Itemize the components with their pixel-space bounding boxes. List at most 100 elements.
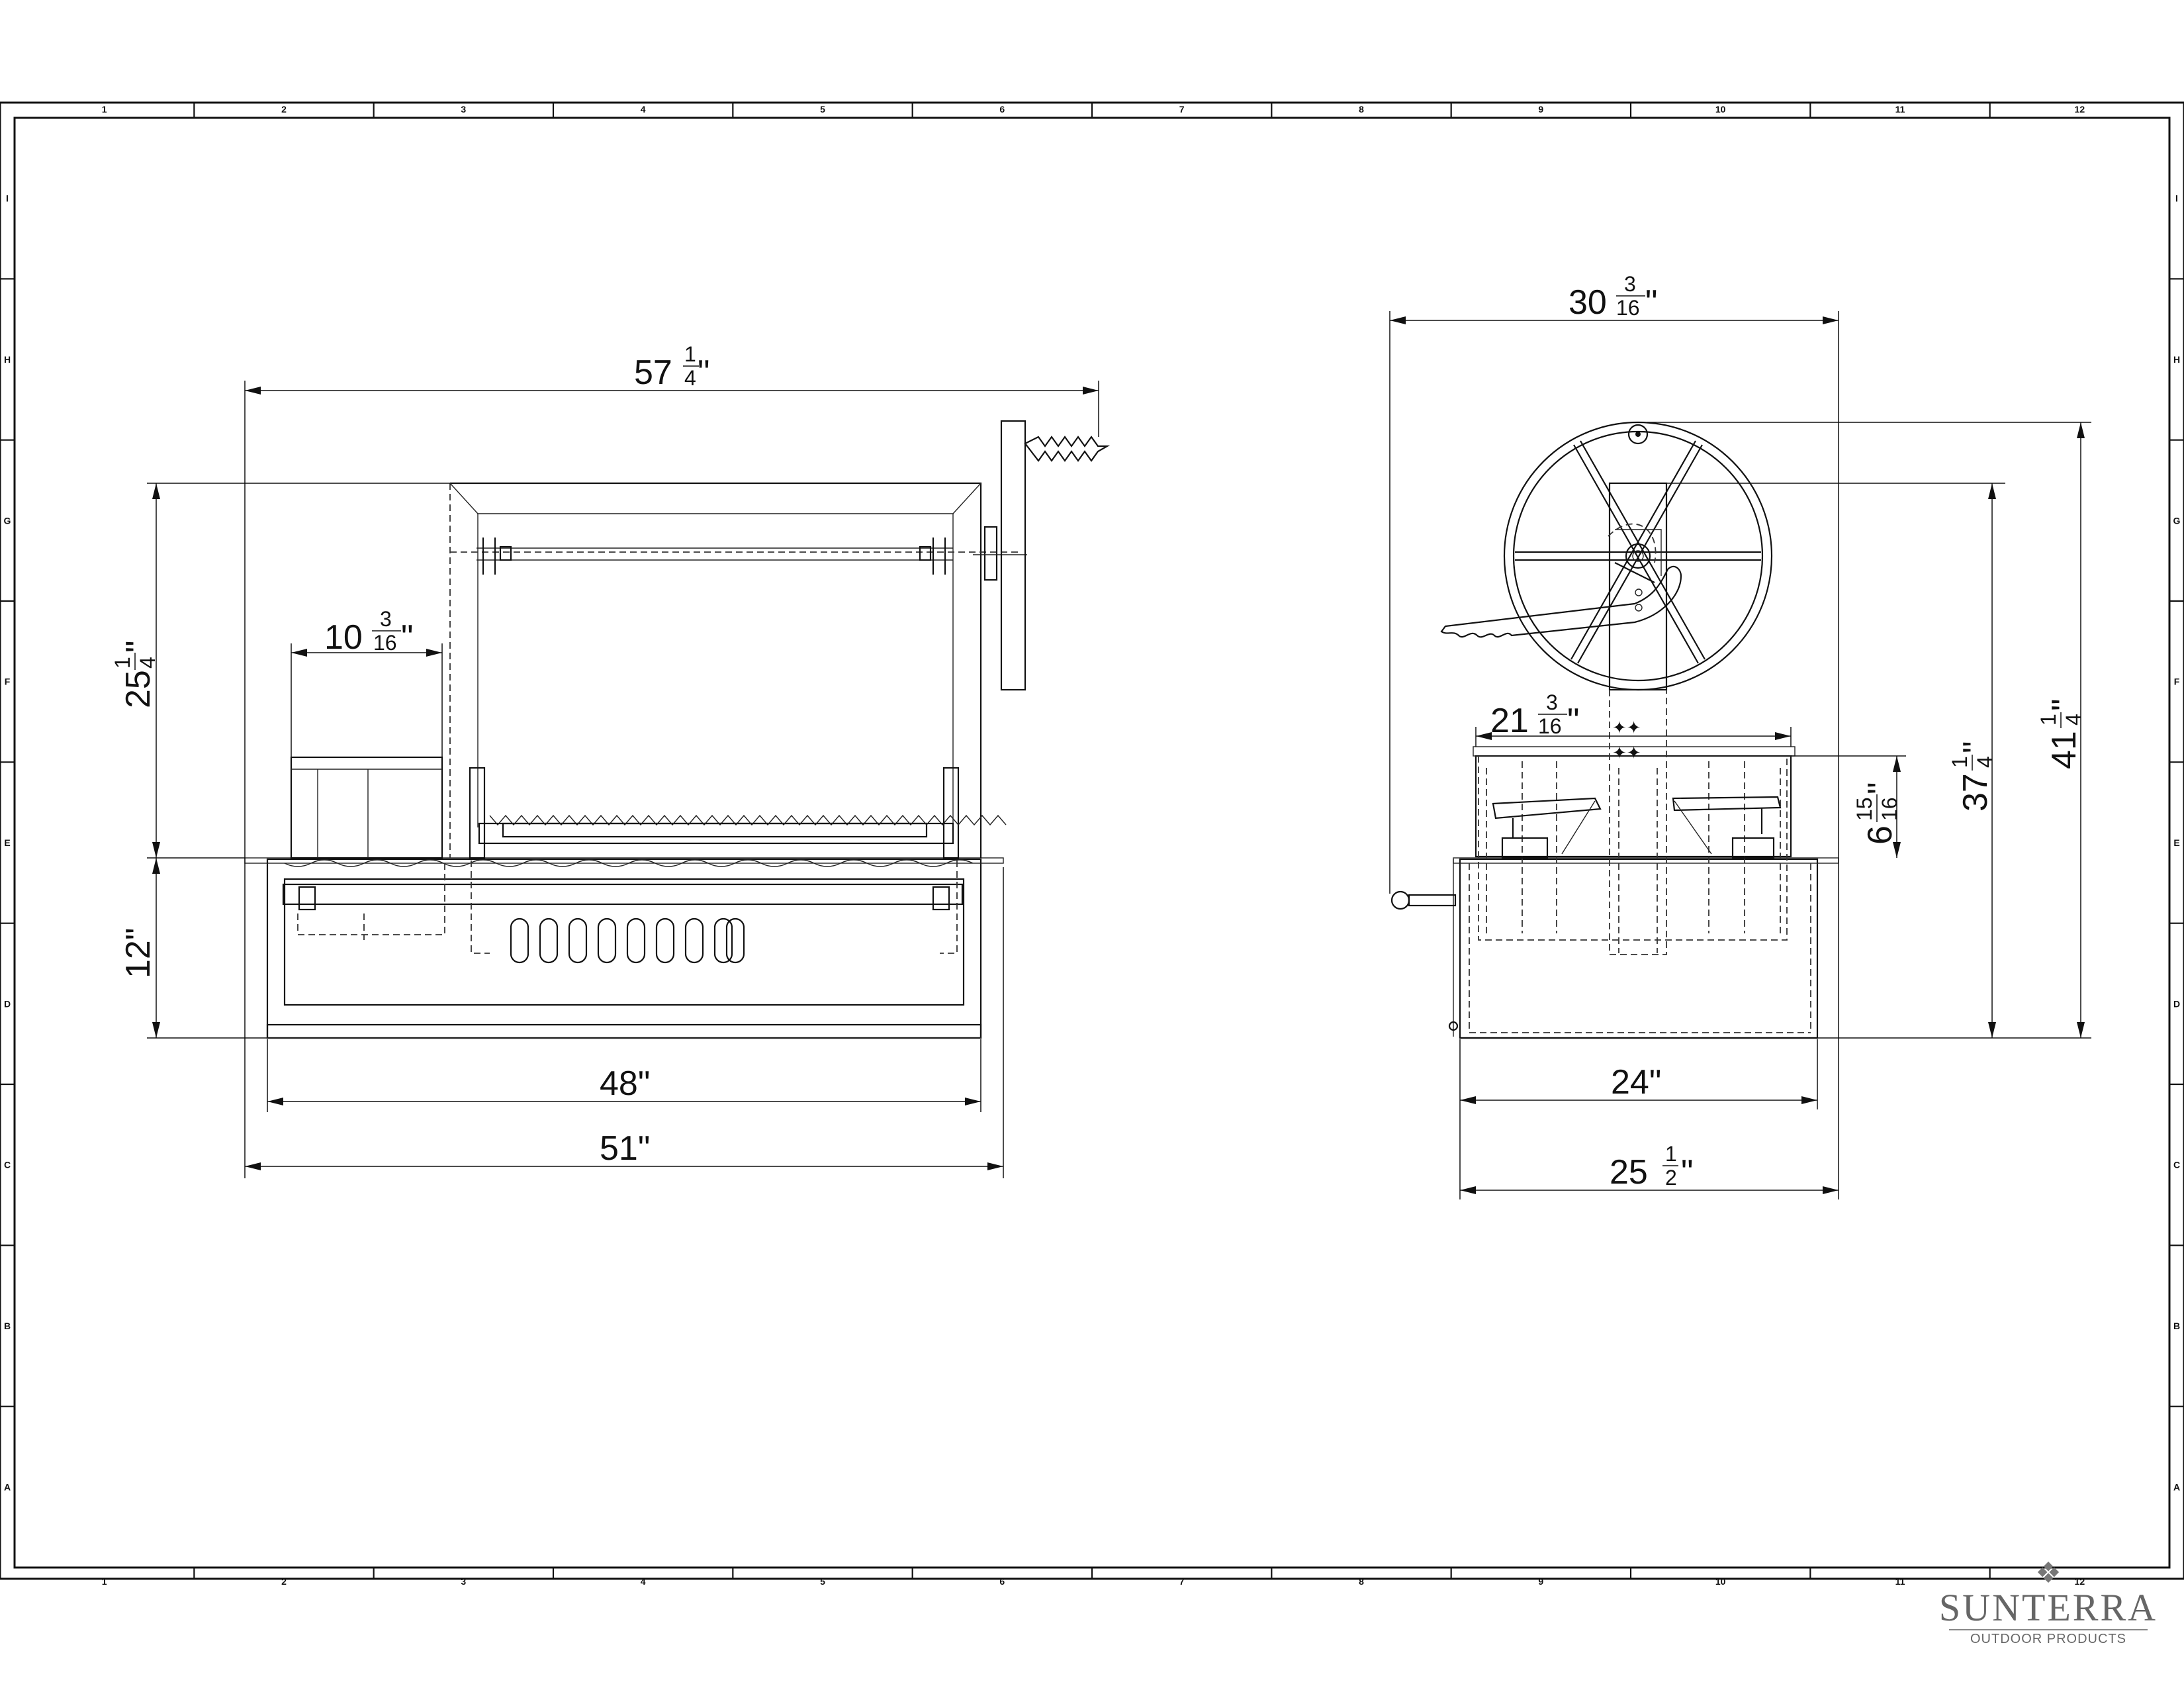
front-dimension-lines [147, 381, 1099, 1178]
svg-text:1: 1 [1948, 756, 1972, 768]
svg-text:25: 25 [1610, 1153, 1648, 1192]
column-label: 2 [281, 1576, 287, 1587]
column-label: 7 [1179, 104, 1185, 115]
column-label: 9 [1538, 1576, 1543, 1587]
column-label: 2 [281, 104, 287, 115]
svg-text:16: 16 [1616, 296, 1640, 320]
column-label: 1 [102, 104, 107, 115]
svg-text:": " [401, 618, 413, 657]
side-dimension-lines [1389, 311, 2091, 1199]
row-label-right: H [2173, 354, 2180, 365]
front-view: 57 1 4 " 25 1 4 " 10 3 16 " 12" 48" 51" [111, 342, 1111, 1178]
svg-text:37: 37 [1956, 773, 1995, 812]
row-label-right: A [2173, 1481, 2180, 1492]
svg-text:21: 21 [1490, 702, 1529, 740]
column-label: 10 [1715, 104, 1726, 115]
svg-text:": " [1645, 283, 1657, 322]
svg-text:": " [1956, 741, 1995, 753]
dim-hood-height: 25 1 4 " [111, 641, 159, 708]
svg-text:": " [698, 353, 709, 392]
column-label: 3 [461, 1576, 466, 1587]
row-label-left: G [4, 515, 11, 526]
row-label-right: C [2173, 1160, 2180, 1170]
svg-text:1: 1 [2036, 714, 2060, 726]
dim-grill-width: 21 3 16 " [1490, 690, 1579, 740]
column-label: 4 [641, 1576, 646, 1587]
dim-outer-width: 51" [600, 1129, 650, 1168]
column-label: 1 [102, 1576, 107, 1587]
svg-text:10: 10 [324, 618, 363, 657]
svg-text:4: 4 [136, 657, 159, 669]
row-label-left: A [4, 1481, 11, 1492]
column-label: 10 [1715, 1576, 1726, 1587]
dim-inner-width: 48" [600, 1064, 650, 1103]
column-label: 6 [999, 104, 1005, 115]
column-label: 11 [1895, 104, 1905, 115]
column-label: 12 [2075, 104, 2085, 115]
row-label-left: F [5, 677, 11, 687]
dim-height-total: 41 1 4 " [2036, 699, 2085, 769]
svg-text:4: 4 [1973, 756, 1997, 768]
svg-text:": " [2045, 699, 2083, 711]
svg-text:16: 16 [1878, 797, 1901, 821]
dim-wheel-width: 30 3 16 " [1569, 272, 1657, 322]
svg-text:16: 16 [373, 631, 397, 655]
dim-grill-height: 6 15 16 " [1852, 782, 1901, 845]
dim-box-width: 10 3 16 " [324, 607, 413, 657]
column-label: 3 [461, 104, 466, 115]
row-label-left: I [6, 193, 9, 204]
svg-text:4: 4 [684, 366, 696, 390]
svg-text:4: 4 [2062, 714, 2085, 726]
dim-height-mid: 37 1 4 " [1948, 741, 1997, 812]
rotisserie-wheel [1440, 421, 1773, 691]
svg-text:": " [1681, 1153, 1693, 1192]
svg-text:1: 1 [111, 657, 134, 669]
svg-text:": " [1567, 702, 1579, 740]
vent-slots [510, 917, 745, 964]
row-label-right: I [2175, 193, 2178, 204]
row-label-right: E [2173, 837, 2179, 848]
row-label-right: B [2173, 1321, 2180, 1331]
row-label-left: H [4, 354, 11, 365]
row-label-left: D [4, 998, 11, 1009]
row-label-left: B [4, 1321, 11, 1331]
svg-text:30: 30 [1569, 283, 1607, 322]
dim-depth-outer: 25 1 2 " [1610, 1142, 1693, 1192]
column-label: 7 [1179, 1576, 1185, 1587]
row-label-right: D [2173, 998, 2180, 1009]
side-view: ✦✦ ✦✦ [1389, 272, 2091, 1199]
logo-tagline: OUTDOOR PRODUCTS [1949, 1629, 2148, 1647]
dim-overall-width: 57 1 4 " [634, 342, 709, 392]
svg-text:16: 16 [1538, 714, 1562, 738]
row-label-right: G [2173, 515, 2181, 526]
column-label: 11 [1895, 1576, 1905, 1587]
column-label: 8 [1359, 104, 1364, 115]
row-label-right: F [2174, 677, 2180, 687]
column-label: 4 [641, 104, 646, 115]
logo-brand: SUNTERRA [1938, 1586, 2158, 1629]
dim-base-height: 12" [119, 928, 158, 978]
row-label-left: E [4, 837, 10, 848]
svg-text:": " [1861, 782, 1899, 794]
column-label: 5 [820, 104, 825, 115]
svg-text:41: 41 [2045, 731, 2083, 769]
svg-text:3: 3 [380, 607, 392, 631]
svg-text:3: 3 [1624, 272, 1636, 296]
svg-text:✦✦: ✦✦ [1612, 743, 1641, 763]
column-label: 6 [999, 1576, 1005, 1587]
column-label: 9 [1538, 104, 1543, 115]
svg-text:1: 1 [684, 342, 696, 366]
dim-depth-inner: 24" [1611, 1063, 1661, 1102]
svg-text:3: 3 [1546, 690, 1558, 714]
column-label: 8 [1359, 1576, 1364, 1587]
svg-text:25: 25 [119, 670, 158, 708]
svg-text:2: 2 [1665, 1166, 1677, 1190]
sunterra-logo: ❖ SUNTERRA OUTDOOR PRODUCTS [1923, 1559, 2174, 1647]
flame-icon: ❖ [2035, 1557, 2062, 1589]
svg-text:15: 15 [1852, 797, 1876, 821]
column-label: 12 [2075, 1576, 2085, 1587]
column-label: 5 [820, 1576, 825, 1587]
